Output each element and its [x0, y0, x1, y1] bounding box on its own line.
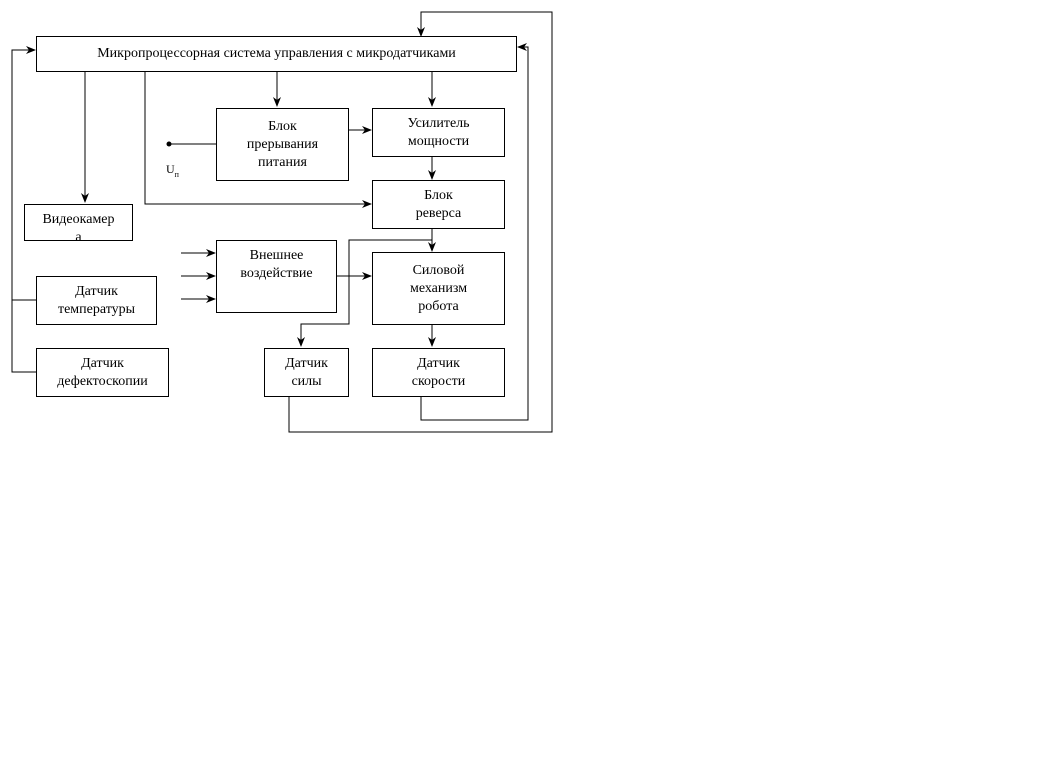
speed-sensor-label: Датчик скорости [411, 355, 466, 389]
external-influence-label: Внешнее воздействие [240, 248, 313, 281]
external-influence-block: Внешнее воздействие [216, 240, 337, 313]
temperature-sensor-label: Датчик температуры [57, 283, 136, 317]
temperature-sensor-block: Датчик температуры [36, 276, 157, 325]
power-mechanism-label: Силовой механизм робота [409, 262, 468, 314]
video-camera-label: Видеокамер а [42, 211, 115, 245]
feedback-line-outer [288, 11, 553, 433]
feedback-line-inner [420, 43, 529, 421]
force-sensor-block: Датчик силы [264, 348, 349, 397]
microprocessor-block: Микропроцессорная система управления с м… [36, 36, 517, 72]
video-camera-block: Видеокамер а [24, 204, 133, 245]
supply-label-subscript: п [175, 170, 180, 179]
power-amplifier-block: Усилитель мощности [372, 108, 505, 157]
microprocessor-label: Микропроцессорная система управления с м… [97, 46, 456, 61]
power-interrupt-block: Блок прерывания питания [216, 108, 349, 181]
supply-terminal-dot [166, 141, 172, 147]
flaw-detection-sensor-block: Датчик дефектоскопии [36, 348, 169, 397]
power-interrupt-label: Блок прерывания питания [246, 118, 319, 170]
reverse-block-label: Блок реверса [415, 187, 462, 221]
flaw-detection-sensor-label: Датчик дефектоскопии [57, 355, 148, 389]
supply-label-main: U [166, 162, 175, 176]
power-amplifier-label: Усилитель мощности [407, 115, 470, 149]
supply-label: Uп [166, 162, 180, 179]
arrow-to-reverse [144, 72, 372, 208]
power-mechanism-block: Силовой механизм робота [372, 252, 505, 325]
sensor-feedback-left [11, 46, 36, 373]
arrow-to-force-sensor [297, 239, 432, 347]
speed-sensor-block: Датчик скорости [372, 348, 505, 397]
force-sensor-label: Датчик силы [285, 355, 328, 389]
reverse-block: Блок реверса [372, 180, 505, 229]
